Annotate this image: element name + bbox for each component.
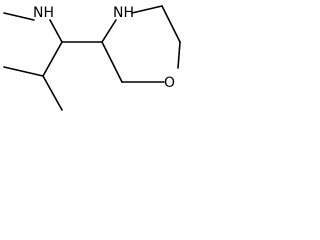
bond-n-ch [49,19,63,43]
bond-ring-c2-c3 [101,41,123,83]
bond-methyl-n [3,12,35,21]
bond-ring-n4-c5 [131,5,163,14]
molecule-structure: NH NH O [0,0,187,117]
bond-isopropyl-methyl-left [3,66,44,77]
bond-ch-isopropyl [42,41,63,77]
bond-isopropyl-methyl-right [42,75,63,111]
bond-ring-c6-o1 [177,41,181,69]
ring-nh-label: NH [113,5,134,21]
amine-nh-label: NH [33,5,54,21]
bond-ring-c3-n4 [101,19,117,43]
structure-drawing: NH NH O [3,5,181,111]
ring-oxygen-label: O [164,75,175,91]
bond-ring-c5-c6 [161,5,181,43]
